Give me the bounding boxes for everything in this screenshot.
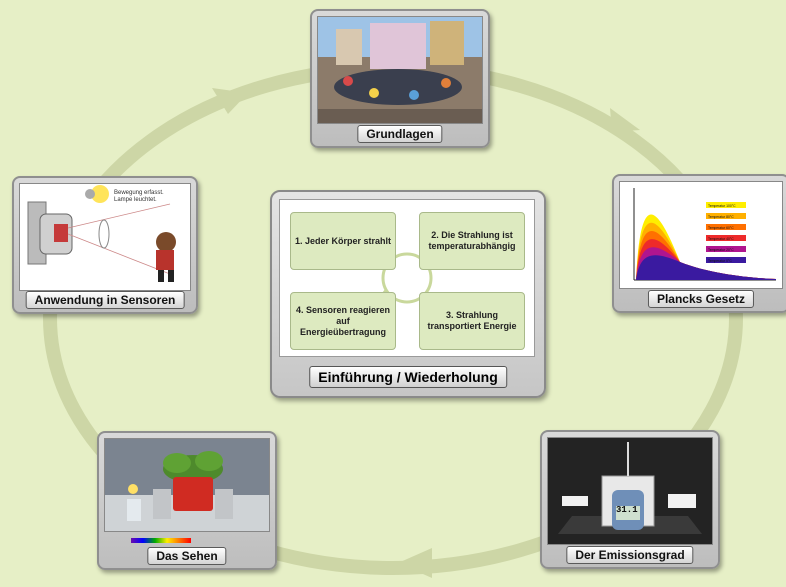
planck-legend-label-4: Temperatur 20°C [708, 248, 734, 252]
planck-legend-swatch-1 [706, 213, 746, 219]
emission-experiment-image: 31.1 [547, 437, 713, 545]
node-emissionsgrad-label: Der Emissionsgrad [566, 546, 694, 564]
planck-curve-5 [636, 255, 776, 280]
center-title[interactable]: Einführung / Wiederholung [309, 366, 507, 388]
plant-pot-image [104, 438, 270, 532]
step-4[interactable]: 4. Sensoren reagieren auf Energieübertra… [290, 292, 396, 350]
arrow-bottom [398, 548, 432, 578]
node-das-sehen[interactable]: Das Sehen [97, 431, 277, 570]
step-3[interactable]: 3. Strahlung transportiert Energie [419, 292, 525, 350]
node-plancks-gesetz-label: Plancks Gesetz [647, 290, 755, 308]
planck-legend-swatch-0 [706, 202, 746, 208]
planck-chart-image: Temperatur 100°C Temperatur 80°C Temperatu… [619, 181, 783, 289]
arrow-top-right [610, 108, 640, 132]
planck-legend-swatch-3 [706, 235, 746, 241]
center-steps-area: 1. Jeder Körper strahlt 2. Die Strahlung… [279, 199, 535, 357]
node-emissionsgrad[interactable]: 31.1 Der Emissionsgrad [540, 430, 720, 569]
arrow-top-left [212, 88, 248, 114]
planck-legend-swatch-4 [706, 246, 746, 252]
node-das-sehen-label: Das Sehen [147, 547, 227, 565]
planck-legend-label-0: Temperatur 100°C [708, 204, 736, 208]
planck-legend-label-1: Temperatur 80°C [708, 215, 734, 219]
step-1[interactable]: 1. Jeder Körper strahlt [290, 212, 396, 270]
sensor-diagram-image: Bewegung erfasst. Lampe leuchtet. [19, 183, 191, 291]
thermometer-display: 31.1 [616, 505, 638, 515]
node-plancks-gesetz[interactable]: Temperatur 100°C Temperatur 80°C Temperatu… [612, 174, 786, 313]
planck-legend-swatch-5 [706, 257, 746, 263]
node-grundlagen[interactable]: Grundlagen [310, 9, 490, 148]
center-overview-panel: 1. Jeder Körper strahlt 2. Die Strahlung… [270, 190, 546, 398]
planck-legend-label-5: Temperatur 0°C [708, 259, 732, 263]
node-grundlagen-label: Grundlagen [357, 125, 443, 143]
planck-legend-swatch-2 [706, 224, 746, 230]
step-2[interactable]: 2. Die Strahlung ist temperaturabhängig [419, 212, 525, 270]
sensor-caption: Bewegung erfasst. Lampe leuchtet. [114, 190, 164, 203]
planck-legend-label-2: Temperatur 60°C [708, 226, 734, 230]
spectrum-bar [131, 538, 191, 543]
fairground-image [317, 16, 483, 124]
node-anwendung-sensoren-label: Anwendung in Sensoren [25, 291, 185, 309]
planck-legend-label-3: Temperatur 40°C [708, 237, 734, 241]
node-anwendung-sensoren[interactable]: Bewegung erfasst. Lampe leuchtet. Anwend… [12, 176, 198, 314]
